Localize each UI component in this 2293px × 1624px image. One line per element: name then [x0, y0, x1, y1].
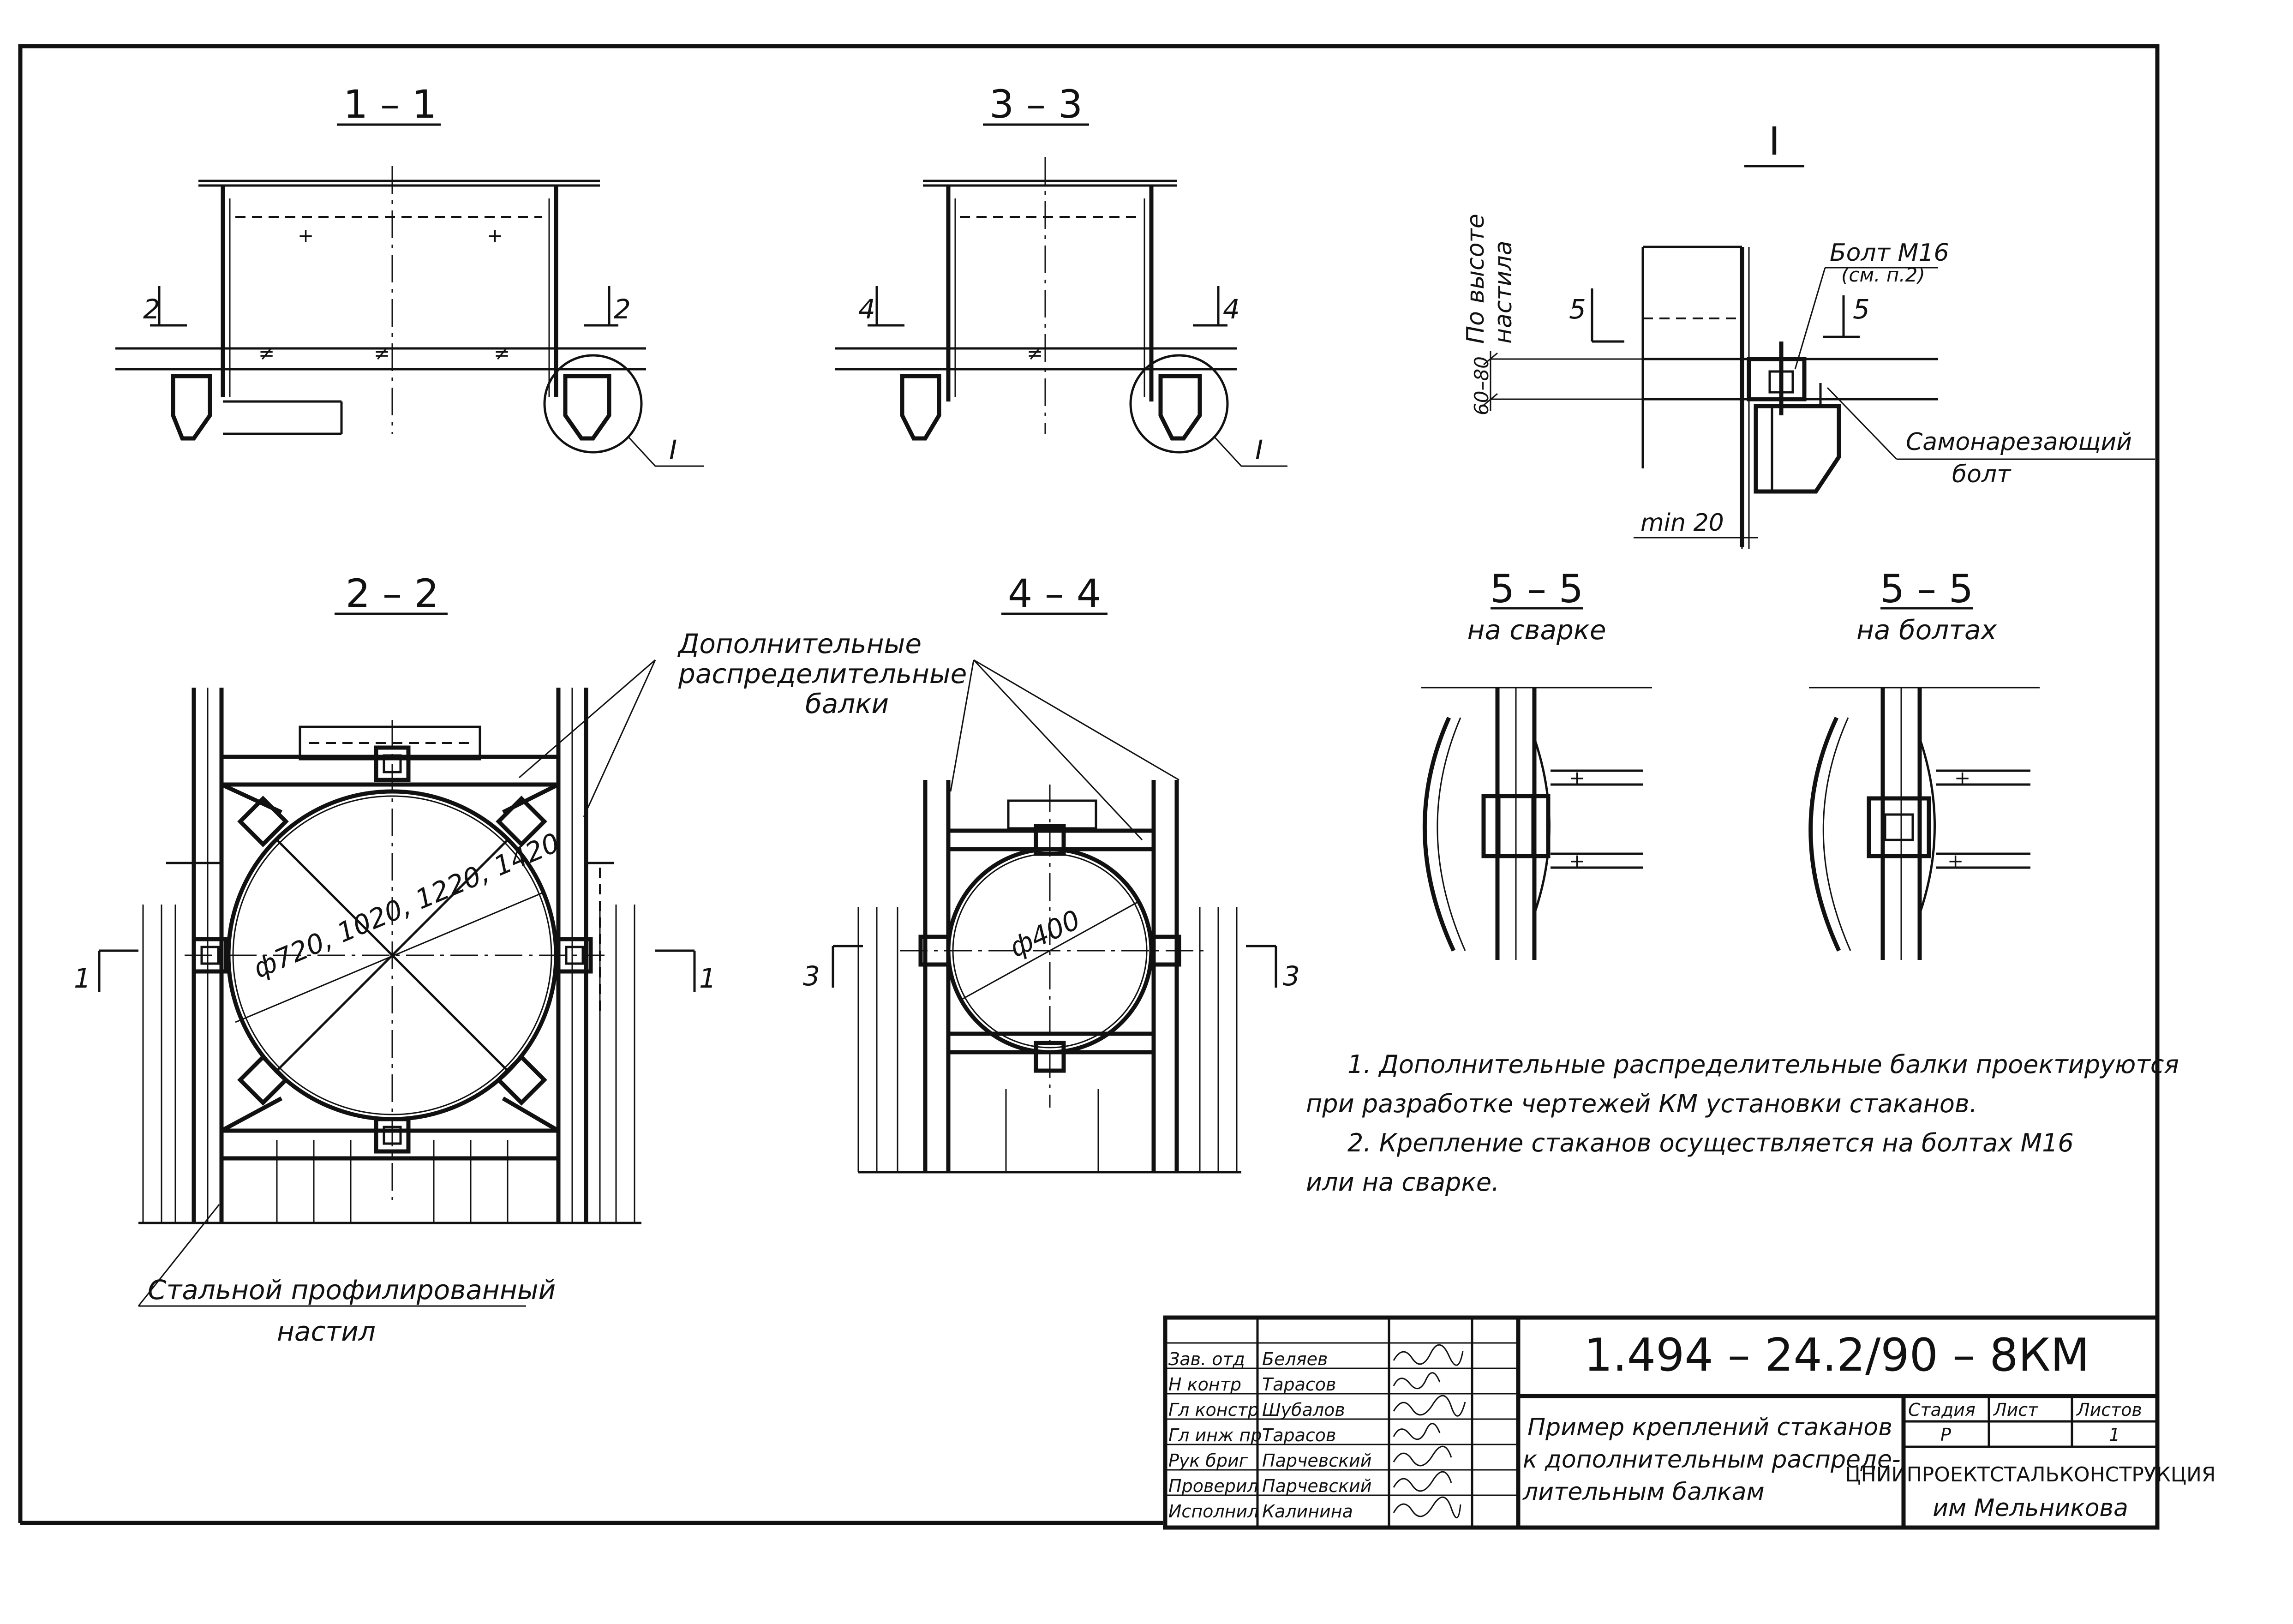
svg-text:+: +: [298, 224, 314, 247]
section-5-5-bolt-title: 5 – 5: [1880, 566, 1973, 611]
note-1-line-1: 1. Дополнительные распределительные балк…: [1347, 1050, 2179, 1079]
name-1: Тарасов: [1262, 1374, 1336, 1395]
section-3-3-title: 3 – 3: [989, 82, 1083, 127]
cut-3-left: 3: [803, 960, 820, 992]
header-sheets: Листов: [2076, 1400, 2142, 1420]
section-5-5-bolt-sub: на болтах: [1856, 614, 1997, 646]
section-2-2: 2 – 2: [74, 571, 716, 1347]
height-label-2: настила: [1490, 240, 1517, 344]
section-3-3: 3 – 3 ≠ I 4 4: [835, 82, 1287, 467]
title-block: Зав. отд Н контр Гл констр Гл инж пр Рук…: [1163, 1315, 2216, 1530]
cut-2-left: 2: [143, 294, 160, 325]
bolt-label-1: Болт М16: [1830, 239, 1949, 267]
cut-4-left: 4: [858, 294, 875, 325]
role-1: Н контр: [1168, 1374, 1241, 1395]
section-5-5-weld-sub: на сварке: [1467, 614, 1606, 646]
role-5: Проверил: [1168, 1476, 1258, 1496]
stamp-title-1: Пример креплений стаканов: [1527, 1414, 1892, 1441]
name-3: Тарасов: [1262, 1425, 1336, 1445]
bolt-label-2: (см. п.2): [1841, 264, 1925, 286]
svg-text:+: +: [1947, 850, 1964, 872]
section-5-5-weld-title: 5 – 5: [1490, 566, 1583, 611]
stage-value: Р: [1940, 1425, 1951, 1445]
detail-I: I Болт М16 (см. п.2) Самонарезающий болт…: [1462, 119, 2155, 549]
note-2-line-1: 2. Крепление стаканов осуществляется на …: [1347, 1128, 2074, 1157]
section-5-5-bolt: 5 – 5 на болтах + +: [1808, 566, 2040, 960]
height-label-1: По высоте: [1462, 214, 1490, 344]
role-0: Зав. отд: [1168, 1349, 1245, 1369]
header-sheet: Лист: [1993, 1400, 2039, 1420]
signatures: [1393, 1344, 1466, 1519]
extra-beams-label-1: Дополнительные: [677, 628, 922, 659]
cut-3-right: 3: [1283, 960, 1300, 992]
org-subname: им Мельникова: [1933, 1494, 2128, 1522]
extra-beams-label-3: балки: [805, 688, 889, 719]
section-1-1: 1 – 1 + + ≠ ≠ ≠ I 2 2: [115, 82, 704, 467]
cut-1-left: 1: [74, 963, 91, 994]
role-2: Гл констр: [1168, 1400, 1259, 1420]
name-4: Парчевский: [1262, 1450, 1371, 1471]
sheets-value: 1: [2109, 1425, 2120, 1445]
name-0: Беляев: [1262, 1349, 1328, 1369]
header-stage: Стадия: [1908, 1400, 1976, 1420]
section-4-4: 4 – 4 ф400 3 3: [803, 571, 1300, 1174]
section-1-1-title: 1 – 1: [343, 82, 437, 127]
svg-text:+: +: [487, 224, 503, 247]
note-1-line-2: при разработке чертежей КМ установки ста…: [1306, 1089, 1977, 1118]
section-5-5-weld: 5 – 5 на сварке + +: [1421, 566, 1652, 960]
role-4: Рук бриг: [1168, 1450, 1249, 1471]
svg-text:≠: ≠: [1027, 342, 1043, 365]
deck-label-2: настил: [277, 1316, 376, 1347]
extra-beams-label-2: распределительные: [678, 658, 967, 689]
extra-beams-callout: Дополнительные распределительные балки: [519, 628, 1179, 841]
selftap-label-2: болт: [1952, 461, 2012, 488]
svg-text:+: +: [1569, 850, 1585, 872]
detail-ref-b: I: [1255, 434, 1263, 466]
diameter-2-2: ф720, 1020, 1220, 1420: [249, 827, 564, 984]
diameter-4-4: ф400: [1005, 904, 1085, 963]
stamp-title-2: к дополнительным распреде-: [1523, 1446, 1901, 1474]
detail-I-title: I: [1769, 119, 1780, 164]
drawing-code: 1.494 – 24.2/90 – 8КМ: [1584, 1329, 2089, 1382]
cut-5-right: 5: [1853, 294, 1870, 325]
svg-text:+: +: [1569, 767, 1585, 789]
deck-label-1: Стальной профилированный: [148, 1274, 556, 1306]
cut-1-right: 1: [699, 963, 716, 994]
svg-text:≠: ≠: [494, 342, 510, 365]
svg-text:≠: ≠: [258, 342, 275, 365]
cut-4-right: 4: [1223, 294, 1240, 325]
note-2-line-2: или на сварке.: [1306, 1168, 1499, 1197]
role-3: Гл инж пр: [1168, 1425, 1262, 1445]
cut-5-left: 5: [1569, 294, 1586, 325]
svg-text:≠: ≠: [374, 342, 390, 365]
role-6: Исполнил: [1168, 1501, 1259, 1522]
detail-ref-a: I: [669, 434, 677, 466]
notes: 1. Дополнительные распределительные балк…: [1306, 1050, 2179, 1197]
cut-2-right: 2: [614, 294, 631, 325]
height-dim: 60–80: [1470, 356, 1493, 415]
selftap-label-1: Самонарезающий: [1906, 428, 2132, 456]
name-2: Шубалов: [1262, 1400, 1345, 1420]
svg-text:+: +: [1954, 767, 1970, 789]
name-5: Парчевский: [1262, 1476, 1371, 1496]
section-2-2-title: 2 – 2: [346, 571, 439, 616]
section-4-4-title: 4 – 4: [1008, 571, 1101, 616]
name-6: Калинина: [1262, 1501, 1353, 1522]
org-name: ЦНИИПРОЕКТСТАЛЬКОНСТРУКЦИЯ: [1845, 1463, 2216, 1486]
min20-label: min 20: [1640, 509, 1724, 537]
stamp-title-3: лительным балкам: [1522, 1478, 1765, 1506]
